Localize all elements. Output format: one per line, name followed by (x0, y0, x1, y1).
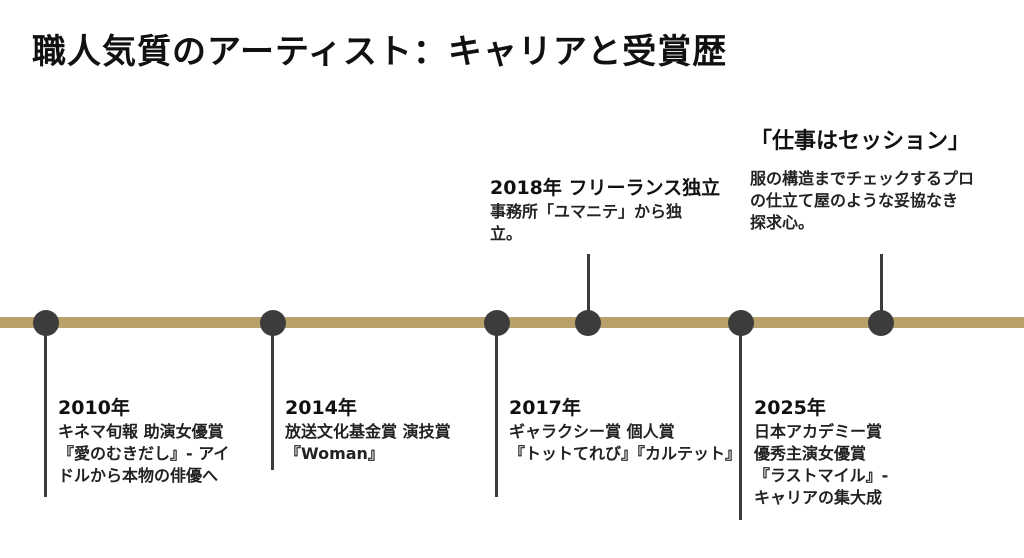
event-line: ドルから本物の俳優へ (58, 466, 219, 485)
event-year: 2010年 (58, 397, 130, 419)
stem-2018 (587, 254, 590, 322)
event-line: 立。 (490, 224, 523, 243)
event-card-2018: 2018年 フリーランス独立 事務所「ユマニテ」から独 立。 (490, 176, 720, 245)
event-line: 服の構造までチェックするプロ (750, 169, 975, 188)
stem-2014 (271, 322, 274, 470)
page-title: 職人気質のアーティスト：キャリアと受賞歴 (32, 32, 728, 72)
event-line: の仕立て屋のような妥協なき (750, 191, 959, 210)
event-line: 事務所「ユマニテ」から独 (490, 202, 683, 221)
event-year: 2017年 (509, 397, 581, 419)
event-line: 探求心。 (750, 213, 815, 232)
event-line: ギャラクシー賞 個人賞 (509, 422, 675, 441)
event-card-session: 「仕事はセッション」 服の構造までチェックするプロ の仕立て屋のような妥協なき … (750, 126, 974, 234)
event-line: 『愛のむきだし』- アイ (58, 444, 230, 463)
event-line: キャリアの集大成 (754, 488, 883, 507)
event-heading: 2018年 フリーランス独立 (490, 177, 721, 199)
event-card-2010: 2010年 キネマ旬報 助演女優賞 『愛のむきだし』- アイ ドルから本物の俳優… (58, 396, 229, 487)
event-line: 『Woman』 (285, 444, 384, 463)
event-year: 2014年 (285, 397, 357, 419)
event-card-2025: 2025年 日本アカデミー賞 優秀主演女優賞 『ラストマイル』- キャリアの集大… (754, 396, 888, 509)
event-card-2017: 2017年 ギャラクシー賞 個人賞 『トットてれび』『カルテット』 (509, 396, 741, 465)
event-line: 日本アカデミー賞 (754, 422, 883, 441)
stem-2017 (495, 322, 498, 497)
event-line: 『ラストマイル』- (754, 466, 889, 485)
event-line: 優秀主演女優賞 (754, 444, 867, 463)
event-card-2014: 2014年 放送文化基金賞 演技賞 『Woman』 (285, 396, 451, 465)
event-year: 2025年 (754, 397, 826, 419)
stem-2010 (44, 322, 47, 497)
event-line: キネマ旬報 助演女優賞 (58, 422, 224, 441)
event-heading: 「仕事はセッション」 (750, 128, 971, 154)
stem-session (880, 254, 883, 322)
event-line: 『トットてれび』『カルテット』 (509, 444, 742, 463)
stem-2025 (739, 322, 742, 520)
timeline-bar (0, 317, 1024, 328)
event-line: 放送文化基金賞 演技賞 (285, 422, 451, 441)
